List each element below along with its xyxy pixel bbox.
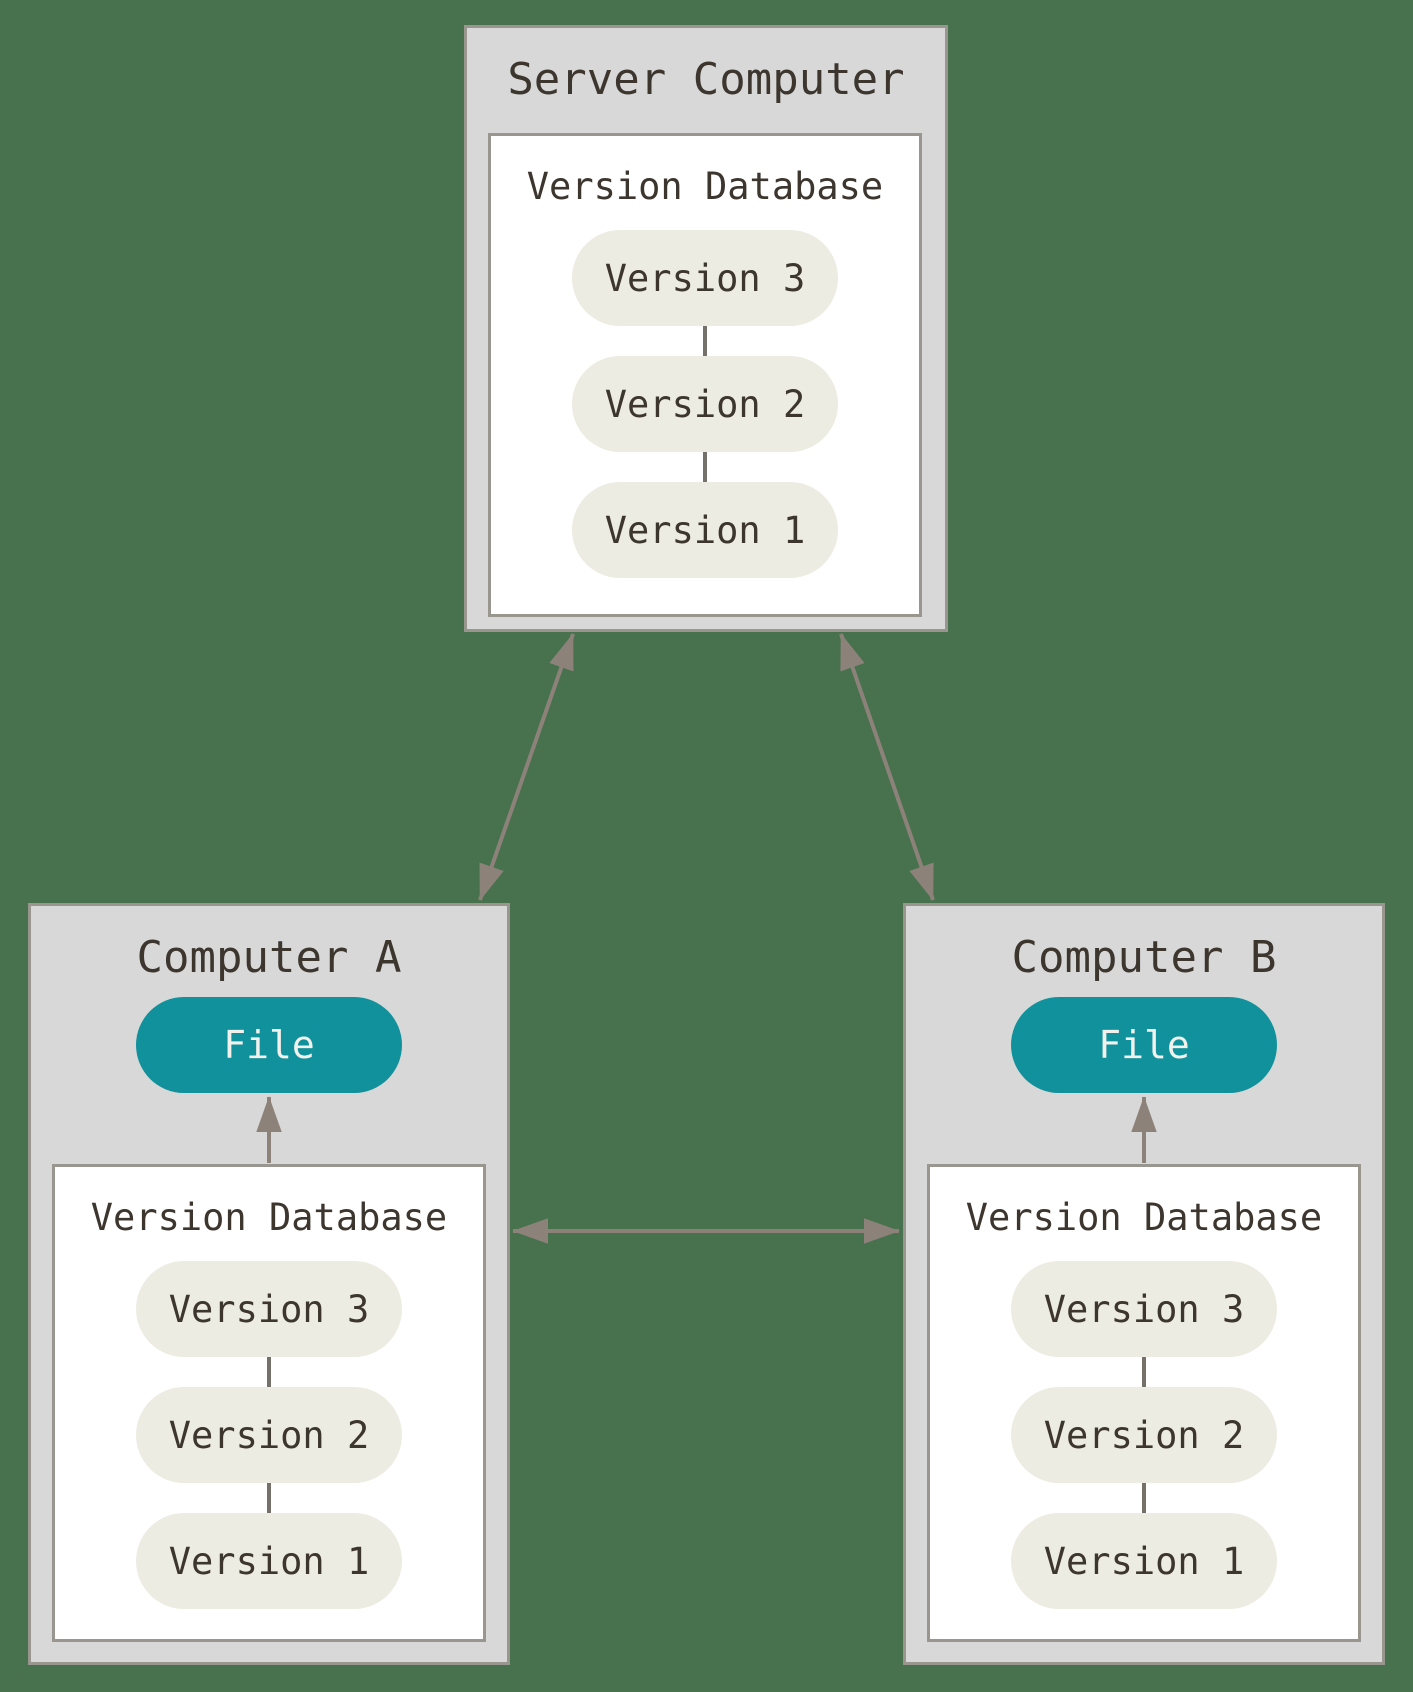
computer-a-title: Computer A [136,931,402,983]
version-1-pill: Version 1 [1011,1513,1277,1609]
version-2-pill: Version 2 [572,356,838,452]
version-connector-line [703,452,707,482]
computer-b-title: Computer B [1011,931,1277,983]
computer-b-file-pill: File [1011,997,1277,1093]
version-3-pill: Version 3 [572,230,838,326]
server-version-database-box: Version Database Version 3 Version 2 Ver… [488,133,922,617]
version-stack: Version 3 Version 2 Version 1 [136,1261,402,1609]
computer-b-version-database-box: Version Database Version 3 Version 2 Ver… [927,1164,1361,1642]
version-database-label: Version Database [90,1196,448,1239]
version-connector-line [1142,1483,1146,1513]
computer-a-box: Computer A File Version Database Version… [28,903,510,1665]
computer-b-box: Computer B File Version Database Version… [903,903,1385,1665]
version-1-pill: Version 1 [572,482,838,578]
version-database-label: Version Database [965,1196,1323,1239]
version-2-pill: Version 2 [1011,1387,1277,1483]
version-1-pill: Version 1 [136,1513,402,1609]
version-connector-line [267,1357,271,1387]
version-connector-line [703,326,707,356]
server-computer-b-sync-arrow [839,633,935,901]
computer-a-version-database-box: Version Database Version 3 Version 2 Ver… [52,1164,486,1642]
version-database-label: Version Database [526,165,884,208]
version-connector-line [267,1483,271,1513]
version-2-pill: Version 2 [136,1387,402,1483]
server-computer-title: Server Computer [507,53,905,105]
version-connector-line [1142,1357,1146,1387]
server-computer-a-sync-arrow [478,633,575,901]
version-3-pill: Version 3 [1011,1261,1277,1357]
version-stack: Version 3 Version 2 Version 1 [1011,1261,1277,1609]
version-3-pill: Version 3 [136,1261,402,1357]
server-computer-box: Server Computer Version Database Version… [464,25,948,632]
computer-a-file-pill: File [136,997,402,1093]
version-stack: Version 3 Version 2 Version 1 [572,230,838,578]
